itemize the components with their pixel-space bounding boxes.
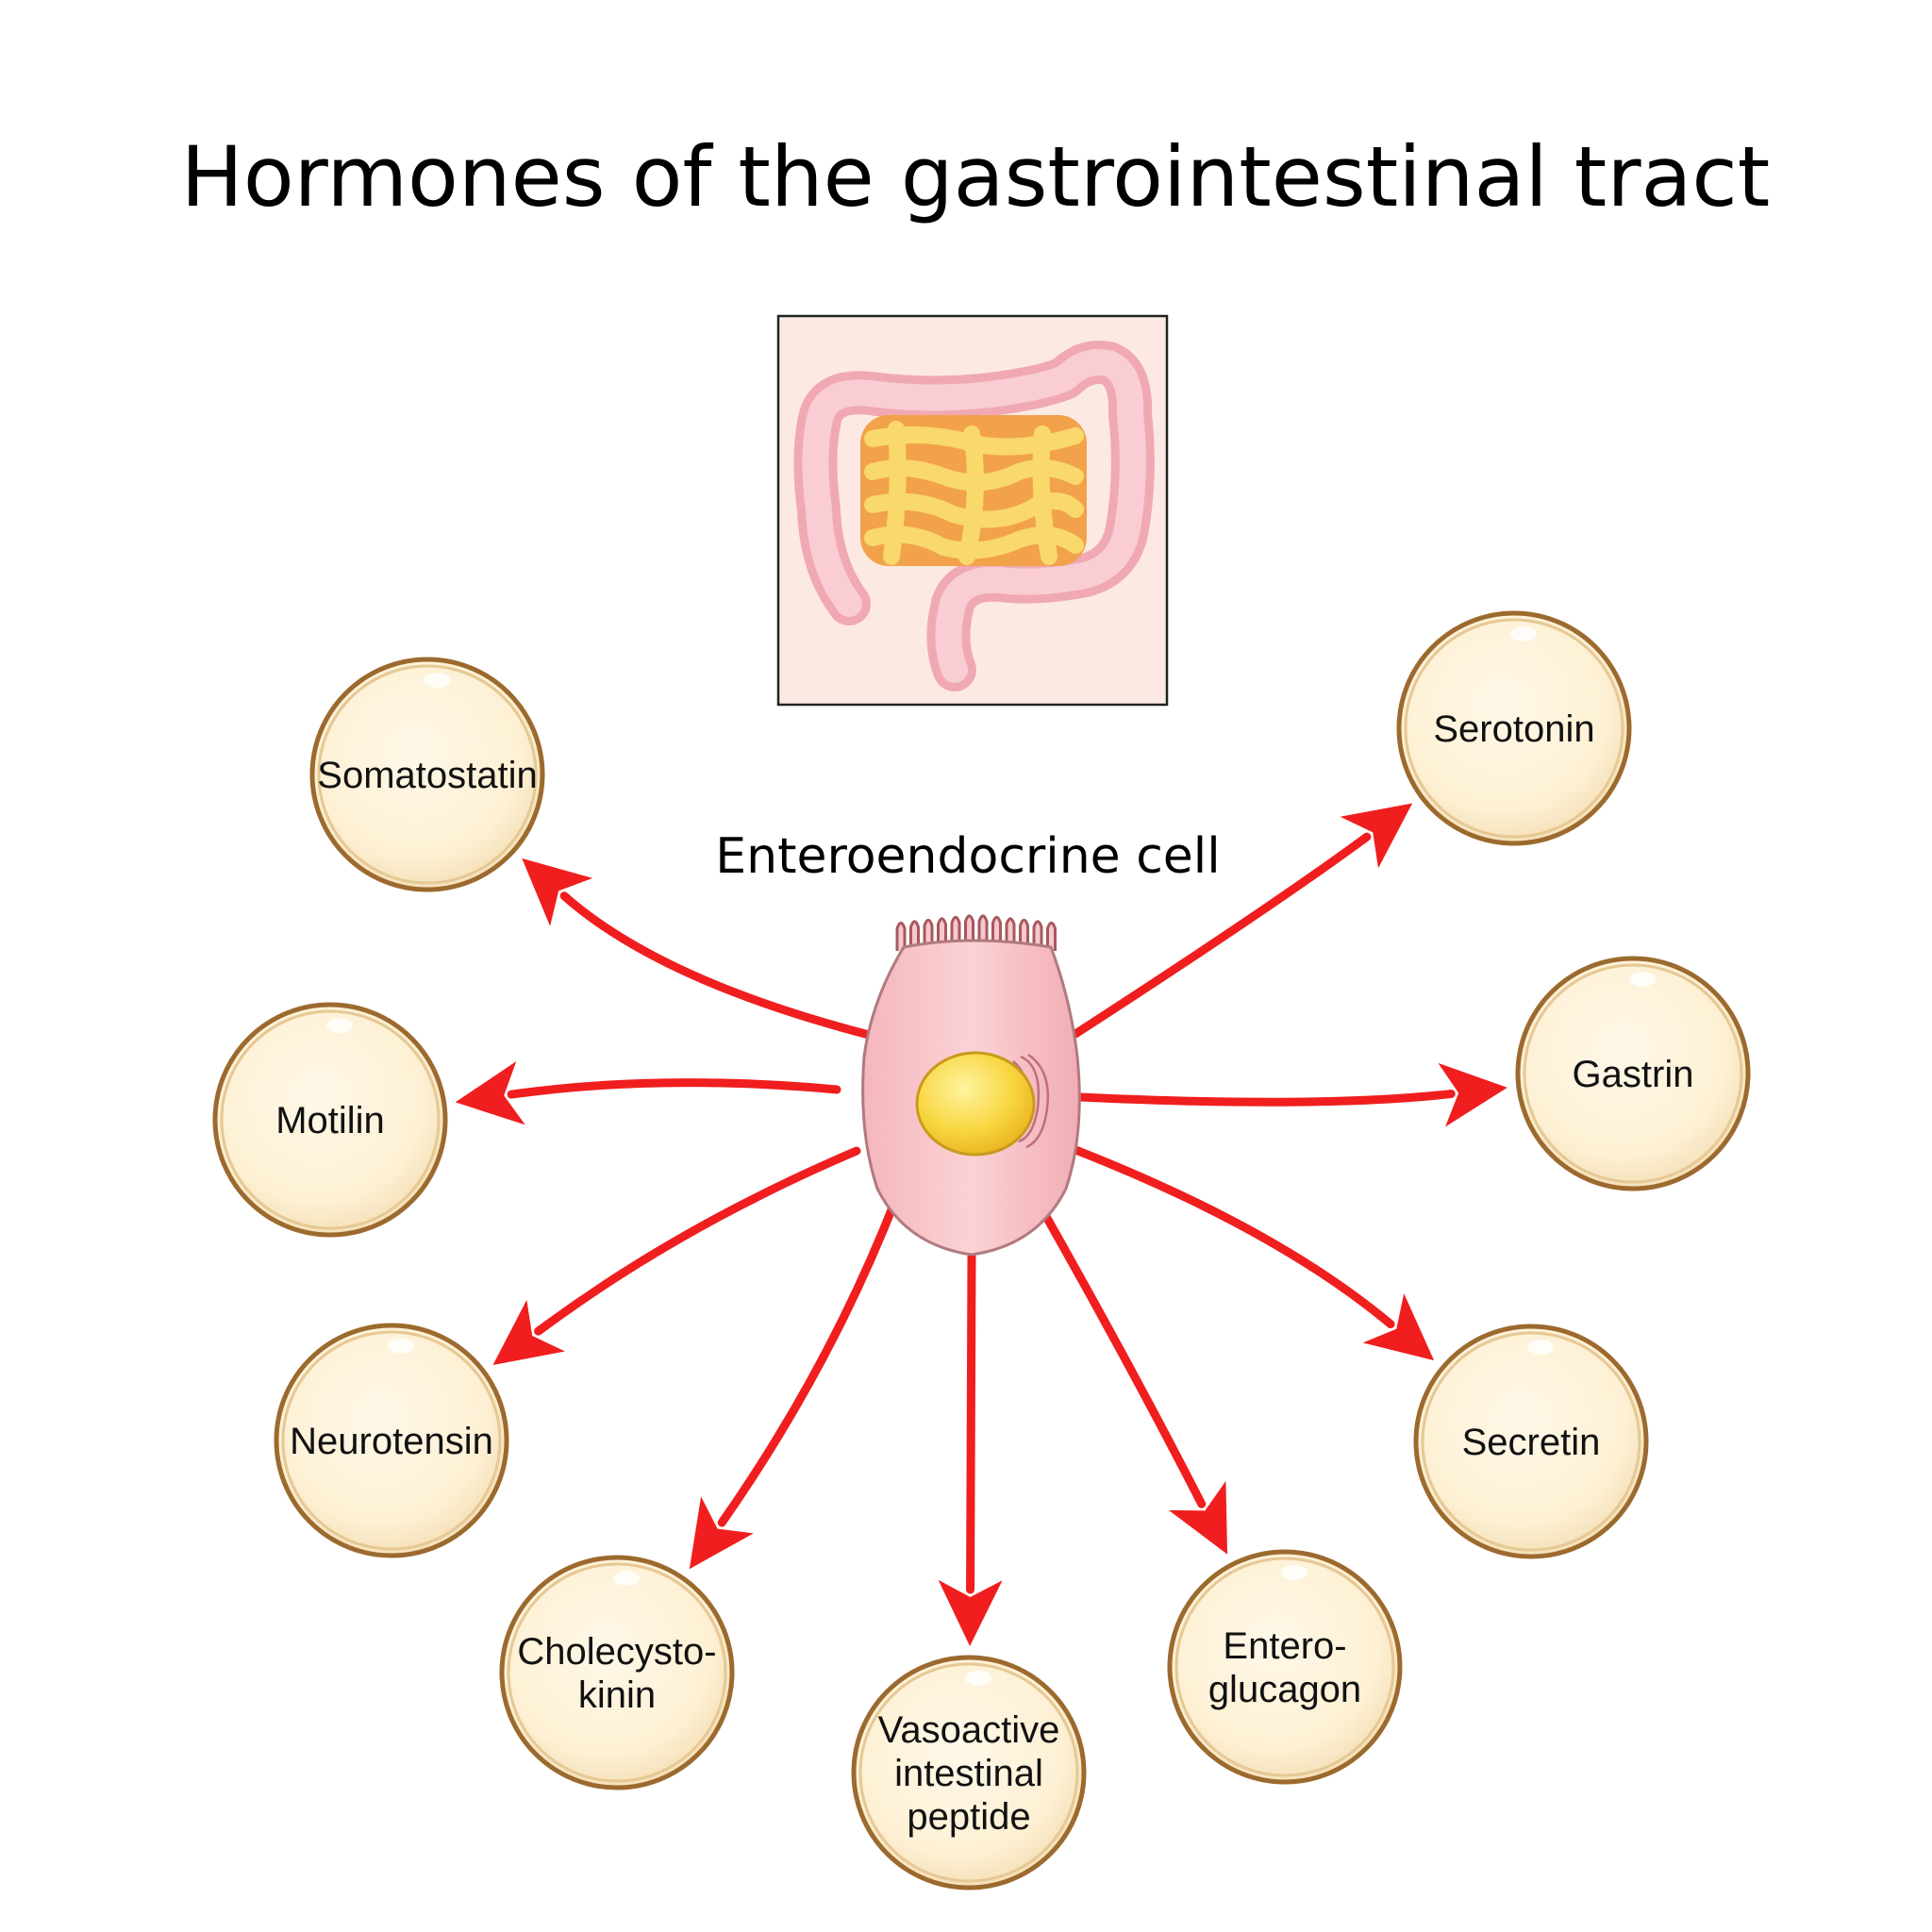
hormone-circle-gastrin — [1515, 956, 1751, 1191]
hormone-gastrin: Gastrin — [1515, 956, 1751, 1191]
arrowhead-cholecystokinin — [689, 1496, 754, 1570]
arrowhead-gastrin — [1438, 1062, 1507, 1127]
hormone-label-vasoactive-intestinal-peptide: Vasoactive — [878, 1709, 1060, 1751]
arrow-to-secretin — [1061, 1141, 1395, 1329]
hormone-label-secretin: Secretin — [1462, 1422, 1601, 1463]
arrow-to-vasoactive-intestinal-peptide — [966, 1252, 976, 1594]
hormone-circle-cholecystokinin — [499, 1555, 735, 1790]
hormone-label-serotonin: Serotonin — [1433, 708, 1594, 750]
hormone-cholecystokinin: Cholecysto-kinin — [499, 1555, 735, 1790]
hormone-circle-secretin — [1413, 1324, 1649, 1559]
hormones-group: SomatostatinMotilinNeurotensinCholecysto… — [212, 610, 1751, 1890]
arrowhead-motilin — [455, 1061, 525, 1125]
arrow-to-cholecystokinin — [717, 1193, 901, 1527]
hormone-serotonin: Serotonin — [1396, 610, 1632, 846]
diagram-title: Hormones of the gastrointestinal tract — [181, 128, 1771, 225]
arrow-to-serotonin — [1071, 832, 1372, 1039]
hormone-circle-motilin — [212, 1002, 448, 1238]
hormone-label-neurotensin: Neurotensin — [290, 1421, 493, 1462]
hormone-circle-enteroglucagon — [1167, 1549, 1403, 1785]
arrow-to-somatostatin — [559, 891, 877, 1041]
hormone-label-cholecystokinin: Cholecysto- — [517, 1631, 716, 1673]
arrowhead-serotonin — [1340, 803, 1413, 869]
arrowhead-enteroglucagon — [1168, 1480, 1228, 1555]
cell-nucleus — [915, 1051, 1036, 1157]
arrows-group — [455, 803, 1507, 1647]
cell-label: Enteroendocrine cell — [715, 828, 1220, 885]
hormone-label-cholecystokinin: kinin — [578, 1674, 656, 1716]
arrowhead-neurotensin — [492, 1299, 565, 1365]
hormone-label-enteroglucagon: glucagon — [1208, 1669, 1361, 1710]
hormone-secretin: Secretin — [1413, 1324, 1649, 1559]
hormone-label-motilin: Motilin — [275, 1100, 385, 1141]
hormone-label-vasoactive-intestinal-peptide: intestinal — [894, 1753, 1043, 1794]
arrowhead-secretin — [1362, 1293, 1435, 1361]
arrowhead-somatostatin — [522, 858, 593, 926]
hormone-motilin: Motilin — [212, 1002, 448, 1238]
arrow-to-neurotensin — [534, 1146, 861, 1336]
microvillus — [1046, 921, 1057, 951]
arrow-to-gastrin — [1075, 1090, 1456, 1107]
hormone-circle-serotonin — [1396, 610, 1632, 846]
hormone-enteroglucagon: Entero-glucagon — [1167, 1549, 1403, 1785]
intestine-illustration — [776, 314, 1169, 707]
microvillus — [895, 921, 907, 951]
hormone-somatostatin: Somatostatin — [309, 657, 545, 892]
hormone-neurotensin: Neurotensin — [274, 1323, 509, 1558]
hormone-label-enteroglucagon: Entero- — [1223, 1625, 1346, 1667]
hormone-label-vasoactive-intestinal-peptide: peptide — [907, 1796, 1030, 1838]
hormone-label-gastrin: Gastrin — [1573, 1054, 1694, 1095]
arrow-to-enteroglucagon — [1031, 1193, 1207, 1508]
hormone-circle-neurotensin — [274, 1323, 509, 1558]
hormone-circle-vasoactive-intestinal-peptide — [851, 1655, 1087, 1890]
arrowhead-vasoactive-intestinal-peptide — [938, 1579, 1003, 1647]
hormone-circle-somatostatin — [309, 657, 545, 892]
arrow-to-motilin — [507, 1078, 841, 1099]
hormone-label-somatostatin: Somatostatin — [317, 755, 537, 796]
enteroendocrine-cell — [861, 914, 1081, 1257]
